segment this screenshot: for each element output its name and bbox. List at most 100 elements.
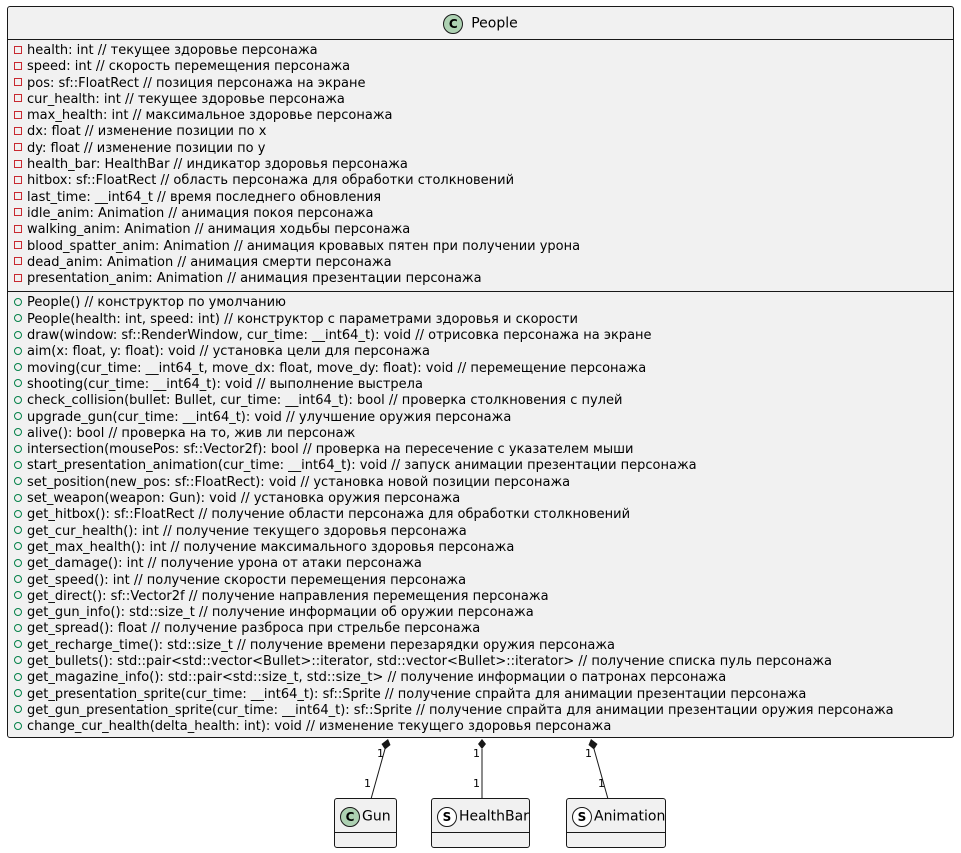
public-visibility-icon: [13, 688, 23, 698]
method-row-text: change_cur_health(delta_health: int): vo…: [27, 719, 612, 735]
public-visibility-icon: [13, 655, 23, 665]
field-row: dy: float // изменение позиции по y: [8, 141, 953, 157]
public-visibility-icon: [13, 395, 23, 405]
method-row-text: get_bullets(): std::pair<std::vector<Bul…: [27, 653, 833, 669]
private-visibility-icon: [13, 273, 23, 283]
field-row: cur_health: int // текущее здоровье перс…: [8, 92, 953, 108]
field-row-text: presentation_anim: Animation // анимация…: [27, 271, 482, 287]
composition-diamond-icon: [588, 739, 598, 750]
class-title: People: [471, 15, 518, 32]
method-row-text: start_presentation_animation(cur_time: _…: [27, 458, 697, 474]
field-row-text: hitbox: sf::FloatRect // область персона…: [27, 173, 515, 189]
class-people[interactable]: C People health: int // текущее здоровье …: [7, 6, 954, 738]
class-header: C People: [8, 7, 953, 40]
relation-animation: 1 1: [585, 739, 609, 800]
public-visibility-icon: [13, 460, 23, 470]
method-row: get_bullets(): std::pair<std::vector<Bul…: [8, 654, 953, 670]
field-row-text: walking_anim: Animation // анимация ходь…: [27, 222, 411, 238]
method-row: get_gun_info(): std::size_t // получение…: [8, 605, 953, 621]
private-visibility-icon: [13, 93, 23, 103]
method-row: change_cur_health(delta_health: int): vo…: [8, 719, 953, 735]
multiplicity-label: 1: [473, 747, 480, 760]
method-row: set_position(new_pos: sf::FloatRect): vo…: [8, 475, 953, 491]
method-row-text: draw(window: sf::RenderWindow, cur_time:…: [27, 328, 652, 344]
method-row-text: intersection(mousePos: sf::Vector2f): bo…: [27, 442, 634, 458]
private-visibility-icon: [13, 191, 23, 201]
struct-stereotype-icon: S: [437, 806, 457, 827]
field-row-text: cur_health: int // текущее здоровье перс…: [27, 91, 345, 107]
private-visibility-icon: [13, 175, 23, 185]
method-row-text: shooting(cur_time: __int64_t): void // в…: [27, 376, 423, 392]
method-row-text: get_direct(): sf::Vector2f // получение …: [27, 588, 549, 604]
class-stereotype-icon: C: [340, 806, 360, 827]
method-row: get_direct(): sf::Vector2f // получение …: [8, 589, 953, 605]
method-row-text: get_cur_health(): int // получение текущ…: [27, 523, 467, 539]
method-row: set_weapon(weapon: Gun): void // установ…: [8, 491, 953, 507]
public-visibility-icon: [13, 721, 23, 731]
multiplicity-label: 1: [364, 777, 371, 790]
relation-gun: 1 1: [364, 739, 391, 800]
public-visibility-icon: [13, 607, 23, 617]
method-row-text: alive(): bool // проверка на то, жив ли …: [27, 425, 356, 441]
method-row-text: get_speed(): int // получение скорости п…: [27, 572, 467, 588]
public-visibility-icon: [13, 476, 23, 486]
method-row: shooting(cur_time: __int64_t): void // в…: [8, 377, 953, 393]
private-visibility-icon: [13, 142, 23, 152]
method-row-text: get_gun_presentation_sprite(cur_time: __…: [27, 702, 894, 718]
private-visibility-icon: [13, 126, 23, 136]
class-stereotype-icon: C: [443, 13, 464, 34]
method-row: get_gun_presentation_sprite(cur_time: __…: [8, 703, 953, 719]
method-row: get_speed(): int // получение скорости п…: [8, 573, 953, 589]
private-visibility-icon: [13, 110, 23, 120]
method-row: aim(x: float, y: float): void // установ…: [8, 344, 953, 360]
field-row: idle_anim: Animation // анимация покоя п…: [8, 206, 953, 222]
field-row: pos: sf::FloatRect // позиция персонажа …: [8, 76, 953, 92]
private-visibility-icon: [13, 256, 23, 266]
public-visibility-icon: [13, 493, 23, 503]
method-row-text: get_spread(): float // получение разброс…: [27, 621, 481, 637]
public-visibility-icon: [13, 411, 23, 421]
method-row: intersection(mousePos: sf::Vector2f): bo…: [8, 442, 953, 458]
field-row-text: idle_anim: Animation // анимация покоя п…: [27, 205, 374, 221]
field-row: dead_anim: Animation // анимация смерти …: [8, 255, 953, 271]
public-visibility-icon: [13, 525, 23, 535]
public-visibility-icon: [13, 509, 23, 519]
public-visibility-icon: [13, 313, 23, 323]
relation-healthbar: 1 1: [473, 739, 486, 799]
class-title: Animation: [594, 808, 666, 825]
method-row: get_hitbox(): sf::FloatRect // получение…: [8, 507, 953, 523]
public-visibility-icon: [13, 330, 23, 340]
method-row-text: get_presentation_sprite(cur_time: __int6…: [27, 686, 807, 702]
field-row-text: pos: sf::FloatRect // позиция персонажа …: [27, 75, 366, 91]
method-row: get_damage(): int // получение урона от …: [8, 556, 953, 572]
method-row-text: upgrade_gun(cur_time: __int64_t): void /…: [27, 409, 512, 425]
private-visibility-icon: [13, 159, 23, 169]
field-row-text: health: int // текущее здоровье персонаж…: [27, 43, 318, 58]
public-visibility-icon: [13, 444, 23, 454]
field-row-text: dx: float // изменение позиции по x: [27, 124, 267, 140]
public-visibility-icon: [13, 297, 23, 307]
method-row: start_presentation_animation(cur_time: _…: [8, 458, 953, 474]
public-visibility-icon: [13, 704, 23, 714]
method-row: get_presentation_sprite(cur_time: __int6…: [8, 687, 953, 703]
field-row: presentation_anim: Animation // анимация…: [8, 271, 953, 287]
private-visibility-icon: [13, 224, 23, 234]
method-row-text: People(health: int, speed: int) // конст…: [27, 311, 578, 327]
field-row-text: dy: float // изменение позиции по y: [27, 140, 266, 156]
private-visibility-icon: [13, 77, 23, 87]
public-visibility-icon: [13, 558, 23, 568]
field-row: health: int // текущее здоровье персонаж…: [8, 43, 953, 59]
method-row-text: aim(x: float, y: float): void // установ…: [27, 344, 430, 360]
field-row-text: blood_spatter_anim: Animation // анимаци…: [27, 238, 581, 254]
public-visibility-icon: [13, 427, 23, 437]
method-row: draw(window: sf::RenderWindow, cur_time:…: [8, 328, 953, 344]
method-row: People(health: int, speed: int) // конст…: [8, 312, 953, 328]
field-row: hitbox: sf::FloatRect // область персона…: [8, 173, 953, 189]
method-row-text: get_recharge_time(): std::size_t // полу…: [27, 637, 615, 653]
private-visibility-icon: [13, 207, 23, 217]
method-row: get_cur_health(): int // получение текущ…: [8, 524, 953, 540]
field-row: walking_anim: Animation // анимация ходь…: [8, 222, 953, 238]
